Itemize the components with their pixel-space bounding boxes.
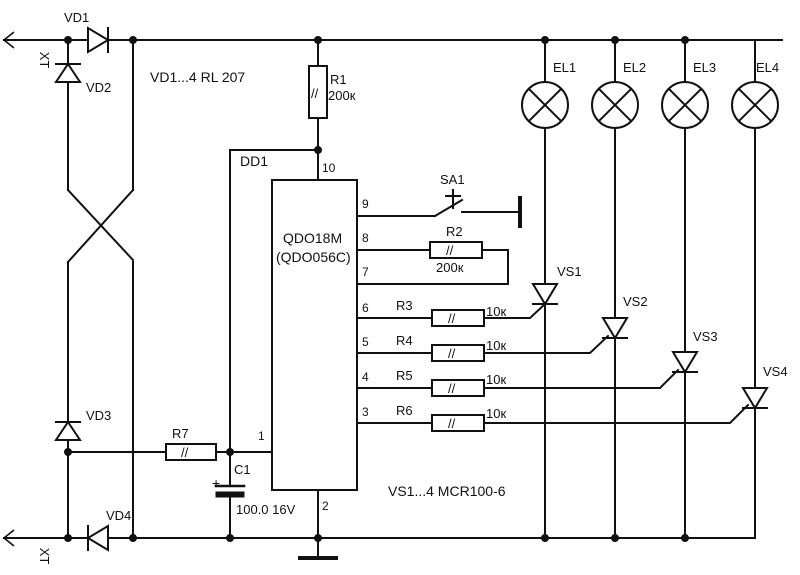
left-branch — [64, 39, 135, 539]
el1-label: EL1 — [553, 60, 576, 75]
r2-value: 200к — [436, 260, 464, 275]
resistor-r2: // R2 200к — [356, 224, 509, 285]
thyristor-vs2: VS2 — [601, 294, 648, 340]
terminal-bottom-label: XT — [37, 548, 52, 565]
r2-ref: R2 — [446, 224, 463, 239]
pin-2-label: 2 — [322, 499, 329, 513]
sa1-label: SA1 — [440, 172, 465, 187]
wire-dd1-supply — [229, 146, 322, 481]
switch-sa1: SA1 — [356, 172, 522, 228]
diode-note: VD1...4 RL 207 — [150, 69, 245, 85]
r5-mark: // — [448, 381, 456, 396]
resistor-r5: // R5 10к — [356, 368, 506, 397]
gate-wires — [483, 302, 750, 424]
resistor-r7: // R7 — [67, 426, 273, 461]
r7-ref: R7 — [172, 426, 189, 441]
vs3-label: VS3 — [693, 329, 718, 344]
pin-4-label: 4 — [362, 370, 369, 384]
thyristor-vs3: VS3 — [671, 329, 718, 374]
terminal-top-label: XT — [37, 52, 52, 69]
pin-5-label: 5 — [362, 335, 369, 349]
vd1-label: VD1 — [64, 10, 89, 25]
diode-vd3: VD3 — [54, 408, 111, 441]
r1-ref: R1 — [330, 72, 347, 87]
r3-ref: R3 — [396, 298, 413, 313]
r6-ref: R6 — [396, 403, 413, 418]
r6-value: 10к — [486, 406, 506, 421]
diode-vd4: VD4 — [86, 508, 131, 552]
lamp-el3: EL3 — [661, 60, 716, 129]
terminal-bottom: XT — [2, 529, 69, 565]
resistor-r6: // R6 10к — [356, 403, 506, 432]
r1-mark: // — [311, 86, 319, 101]
r4-value: 10к — [486, 338, 506, 353]
top-rail — [64, 36, 783, 44]
pin-10-label: 10 — [322, 161, 336, 175]
vs1-label: VS1 — [557, 264, 582, 279]
r3-value: 10к — [486, 304, 506, 319]
junction-dot — [226, 448, 234, 456]
bottom-rail — [64, 534, 756, 542]
ic-dd1: DD1 QDO18M (QDO056C) 10 9 8 7 6 5 4 3 1 … — [240, 153, 369, 513]
r5-value: 10к — [486, 372, 506, 387]
c1-polarity: + — [212, 475, 220, 491]
r4-ref: R4 — [396, 333, 413, 348]
ic-part-alt: (QDO056C) — [276, 249, 351, 265]
resistor-r1: // R1 200к — [308, 39, 356, 181]
capacitor-c1: + C1 100.0 16V — [212, 462, 296, 539]
bridge-cross — [66, 39, 135, 539]
lamp-el4: EL4 — [731, 60, 779, 129]
ground — [298, 489, 338, 560]
r6-mark: // — [448, 416, 456, 431]
vs4-label: VS4 — [763, 364, 788, 379]
ic-part-main: QDO18M — [283, 230, 342, 246]
resistor-r4: // R4 10к — [356, 333, 506, 362]
vs2-label: VS2 — [623, 294, 648, 309]
r3-mark: // — [448, 311, 456, 326]
diode-vd2: VD2 — [54, 62, 111, 95]
resistor-r3: // R3 10к — [356, 298, 506, 327]
el4-label: EL4 — [756, 60, 779, 75]
vd3-label: VD3 — [86, 408, 111, 423]
vd2-label: VD2 — [86, 80, 111, 95]
pin-9-label: 9 — [362, 197, 369, 211]
thyristor-vs4: VS4 — [741, 364, 788, 410]
el2-label: EL2 — [623, 60, 646, 75]
vd4-label: VD4 — [106, 508, 131, 523]
pin-7-label: 7 — [362, 265, 369, 279]
ic-ref: DD1 — [240, 153, 268, 169]
r2-mark: // — [446, 243, 454, 258]
el3-label: EL3 — [693, 60, 716, 75]
diode-vd1: VD1 — [64, 10, 110, 54]
c1-value: 100.0 16V — [236, 502, 296, 517]
pin-3-label: 3 — [362, 405, 369, 419]
thyristor-vs1: VS1 — [531, 264, 582, 306]
r7-mark: // — [181, 445, 189, 460]
pin-1-label: 1 — [258, 429, 265, 443]
r5-ref: R5 — [396, 368, 413, 383]
r1-value: 200к — [328, 88, 356, 103]
junction-dot — [314, 146, 322, 154]
c1-ref: C1 — [234, 462, 251, 477]
pin-6-label: 6 — [362, 301, 369, 315]
r4-mark: // — [448, 346, 456, 361]
thyristor-note: VS1...4 MCR100-6 — [388, 483, 506, 499]
terminal-top: XT — [2, 31, 69, 69]
lamp-el2: EL2 — [591, 60, 646, 129]
pin-8-label: 8 — [362, 231, 369, 245]
lamp-el1: EL1 — [521, 60, 576, 129]
